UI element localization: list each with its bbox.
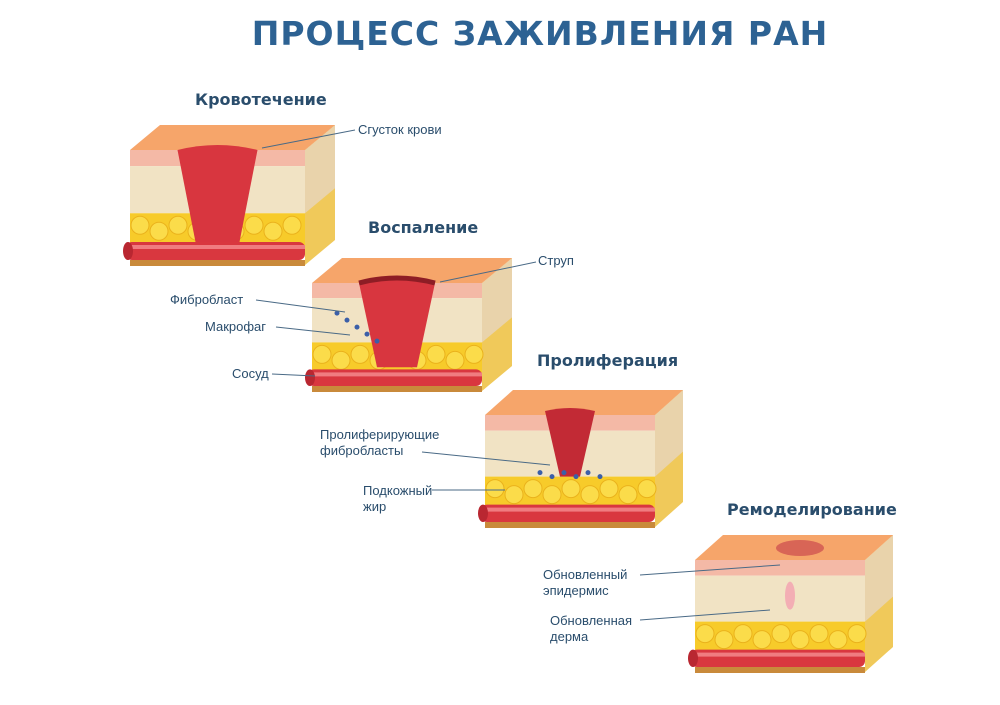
top-face: [485, 390, 683, 415]
blood-clot: [177, 145, 258, 242]
macrophage-cell: [364, 331, 370, 337]
scar-mark: [776, 540, 824, 556]
leader-line: [271, 373, 316, 377]
fat-cell: [714, 630, 734, 650]
leader-line: [639, 564, 781, 576]
label-scab: Струп: [538, 253, 574, 268]
leader-line: [421, 451, 551, 466]
skin-block-3: [478, 390, 683, 528]
fat-cell: [733, 624, 753, 644]
fat-cell: [790, 630, 810, 650]
vessel-highlight: [308, 372, 482, 377]
wound-tissue: [359, 278, 435, 368]
fat-cell: [244, 215, 264, 235]
vessel-end: [123, 242, 133, 260]
macrophage-cell: [354, 324, 360, 330]
fat-cell: [350, 344, 370, 364]
stage-title-proliferation: Пролиферация: [537, 351, 679, 370]
base-layer: [695, 667, 865, 673]
blood-vessel: [691, 649, 865, 667]
fat-cell: [312, 344, 332, 364]
fat-cell: [445, 350, 465, 370]
stage-title-bleeding: Кровотечение: [195, 90, 327, 109]
skin-block-2: [305, 258, 512, 392]
side-dermis: [865, 535, 893, 622]
blood-vessel: [126, 242, 305, 260]
fibroblast-cell: [549, 474, 555, 480]
side-dermis: [655, 390, 683, 477]
fat-cell: [618, 485, 638, 505]
healing-wound: [545, 408, 595, 477]
vessel-highlight: [126, 245, 305, 249]
fat-cell: [828, 630, 848, 650]
fibroblast-cell: [585, 470, 591, 476]
label-vessel: Сосуд: [232, 366, 269, 381]
leader-line: [639, 609, 771, 621]
fat-cell: [149, 221, 169, 241]
fat-cell: [637, 479, 657, 499]
epidermis-layer: [695, 560, 865, 576]
base-layer: [130, 260, 305, 266]
fat-cell: [331, 350, 351, 370]
fat-cell: [130, 215, 150, 235]
label-macrophage: Макрофаг: [205, 319, 267, 334]
side-dermis: [305, 125, 335, 214]
label-fibroblast: Фибробласт: [170, 292, 244, 307]
skin-block-1: [123, 125, 335, 266]
label-blood-clot: Сгусток крови: [358, 122, 442, 137]
leader-line: [261, 129, 356, 149]
fat-cell: [542, 485, 562, 505]
fat-cell: [168, 215, 188, 235]
fat-cell: [504, 485, 524, 505]
vessel-highlight: [691, 652, 865, 657]
fat-cell: [580, 485, 600, 505]
fat-cell: [847, 624, 867, 644]
fat-cell: [752, 630, 772, 650]
base-layer: [312, 386, 482, 392]
skin-block-4: [688, 535, 893, 673]
label-renewed-dermis: Обновленная дерма: [550, 613, 633, 644]
leader-line: [439, 261, 537, 283]
vessel-end: [688, 649, 698, 667]
scab: [358, 275, 436, 286]
leader-line: [255, 299, 346, 313]
fat-cell: [485, 479, 505, 499]
renewed-dermis-mark: [785, 581, 795, 610]
top-face: [312, 258, 512, 283]
fat-cell: [523, 479, 543, 499]
fibroblast-cell: [561, 470, 567, 476]
macrophage-cell: [344, 317, 350, 323]
label-renewed-epidermis: Обновленный эпидермис: [543, 567, 628, 598]
side-dermis: [482, 258, 512, 343]
vessel-highlight: [481, 507, 655, 512]
macrophage-cell: [334, 310, 340, 316]
label-proliferating-fibroblasts: Пролиферирующие фибробласты: [320, 427, 440, 458]
fat-cell: [263, 221, 283, 241]
label-subcutaneous-fat: Подкожный жир: [363, 483, 433, 514]
fat-cell: [426, 344, 446, 364]
fat-cell: [561, 479, 581, 499]
fat-cell: [771, 624, 791, 644]
fat-cell: [282, 215, 302, 235]
fat-cell: [809, 624, 829, 644]
vessel-end: [305, 369, 315, 387]
stage-title-remodeling: Ремоделирование: [727, 500, 897, 519]
fat-cell: [599, 479, 619, 499]
fat-cell: [695, 624, 715, 644]
base-layer: [485, 522, 655, 528]
blood-vessel: [481, 504, 655, 522]
leader-line: [275, 326, 351, 336]
vessel-end: [478, 504, 488, 522]
stage-title-inflammation: Воспаление: [368, 218, 479, 237]
fibroblast-cell: [573, 474, 579, 480]
fibroblast-cell: [537, 470, 543, 476]
macrophage-cell: [374, 338, 380, 344]
dermis-layer: [695, 575, 865, 622]
page-title: ПРОЦЕСС ЗАЖИВЛЕНИЯ РАН: [251, 14, 829, 53]
fat-cell: [464, 344, 484, 364]
fibroblast-cell: [597, 474, 603, 480]
blood-vessel: [308, 369, 482, 386]
